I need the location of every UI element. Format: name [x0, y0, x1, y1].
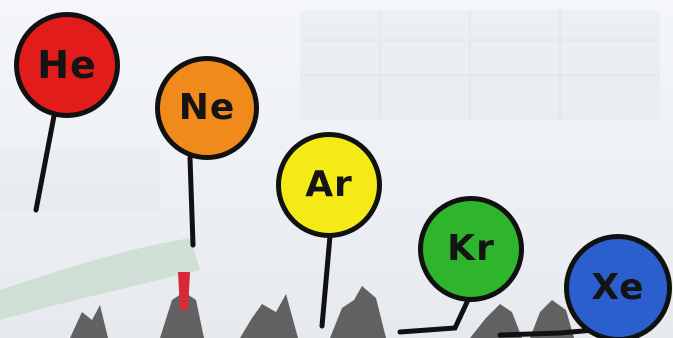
string-kr — [397, 297, 471, 335]
string-ne — [187, 155, 196, 248]
balloon-strings — [33, 113, 597, 338]
bottom-silhouette — [70, 286, 574, 338]
argon-balloon: Ar — [276, 132, 382, 238]
faint-background-texture — [0, 10, 660, 210]
xenon-balloon: Xe — [564, 234, 672, 338]
neon-symbol: Ne — [178, 87, 236, 128]
xenon-symbol: Xe — [591, 267, 645, 308]
neon-balloon: Ne — [155, 56, 259, 160]
string-he — [33, 113, 57, 213]
string-ar — [319, 233, 333, 329]
helium-symbol: He — [37, 43, 97, 87]
red-tip — [178, 272, 190, 310]
ground-dots — [0, 238, 200, 320]
string-xe — [497, 327, 597, 338]
argon-symbol: Ar — [305, 164, 353, 205]
krypton-symbol: Kr — [447, 228, 495, 269]
krypton-balloon: Kr — [418, 196, 524, 302]
helium-balloon: He — [14, 12, 120, 118]
